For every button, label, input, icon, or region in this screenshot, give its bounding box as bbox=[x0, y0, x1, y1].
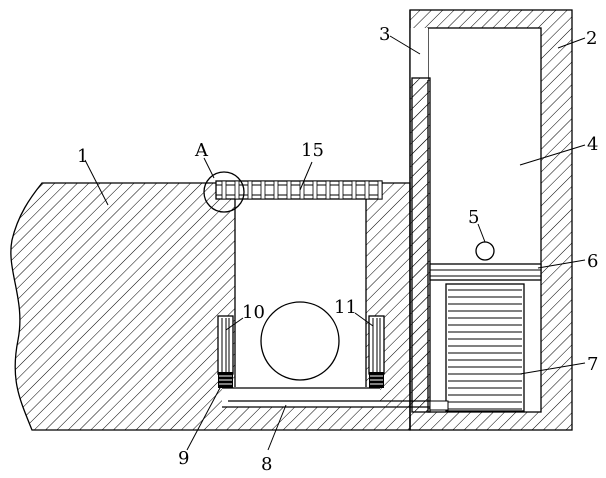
label-part-7: 7 bbox=[587, 354, 598, 375]
left-guide-rail bbox=[218, 316, 233, 374]
label-part-8: 8 bbox=[261, 454, 272, 475]
label-part-4: 4 bbox=[587, 134, 598, 155]
spring-stack bbox=[446, 284, 524, 411]
label-part-1: 1 bbox=[77, 146, 88, 167]
label-part-10: 10 bbox=[242, 302, 265, 323]
grating-cover bbox=[216, 181, 382, 199]
label-part-2: 2 bbox=[586, 28, 597, 49]
pipe-cross-section bbox=[261, 302, 339, 380]
right-small-spring bbox=[369, 372, 384, 388]
label-part-5: 5 bbox=[468, 207, 479, 228]
label-part-3: 3 bbox=[379, 24, 390, 45]
label-part-6: 6 bbox=[587, 251, 598, 272]
label-part-9: 9 bbox=[178, 448, 189, 469]
label-part-11: 11 bbox=[334, 297, 357, 318]
tank-inlet-slot bbox=[410, 28, 428, 80]
piston-plate bbox=[430, 264, 541, 280]
left-small-spring bbox=[218, 372, 233, 388]
label-detail-a: A bbox=[194, 140, 209, 161]
label-part-15: 15 bbox=[301, 140, 324, 161]
float-ball bbox=[476, 242, 494, 260]
inner-partition bbox=[412, 78, 430, 412]
